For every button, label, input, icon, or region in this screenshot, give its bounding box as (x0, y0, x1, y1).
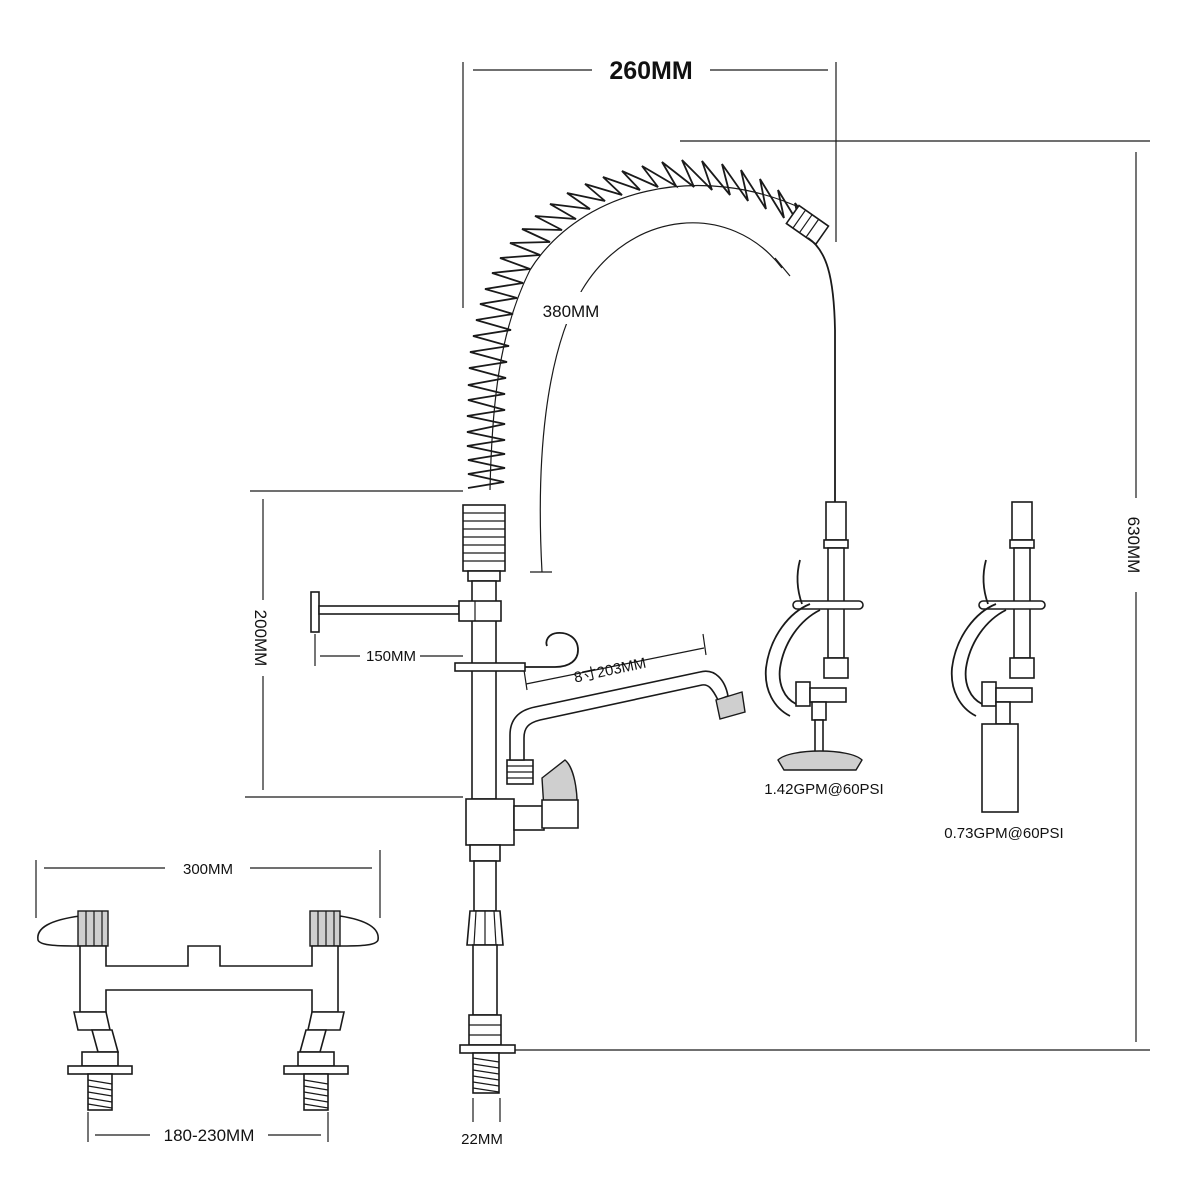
spout-aerator (715, 691, 746, 720)
trigger-guard (792, 600, 864, 610)
swing-spout (509, 670, 729, 761)
right-handle-hub (309, 910, 341, 947)
right-handle (337, 915, 379, 947)
left-handle-hub (77, 910, 109, 947)
wall-plate (310, 591, 320, 633)
coil-end-cap (785, 204, 830, 246)
bracket-clamp (458, 600, 502, 622)
spray-head-standard: 1.42GPM@60PSI (764, 501, 884, 798)
spray-nozzle-body (981, 723, 1019, 813)
dimension-630: 630MM (515, 140, 1150, 1051)
spray-head-low-flow: 0.73GPM@60PSI (944, 501, 1064, 842)
dim-top-width: 260MM (609, 57, 692, 85)
dim-hose-length: 380MM (543, 302, 600, 321)
spring-coil (466, 159, 830, 491)
dimension-380: 380MM (528, 222, 791, 573)
faucet-riser (310, 504, 746, 1094)
left-handle (37, 915, 83, 947)
dim-total-height: 630MM (1124, 517, 1143, 574)
spray-hose (807, 237, 836, 502)
dim-deck-width: 300MM (183, 861, 233, 878)
flow-rate-standard: 1.42GPM@60PSI (764, 781, 883, 798)
spray-face (777, 750, 863, 771)
deck-flange (459, 1044, 516, 1054)
dim-wall-bracket: 150MM (366, 648, 416, 665)
right-shank (303, 1073, 329, 1111)
bridge-body (79, 945, 339, 1013)
deck-mount-base (37, 910, 379, 1111)
dimension-260: 260MM (462, 57, 837, 308)
dimension-300: 300MM (35, 850, 381, 918)
dimension-22: 22MM (461, 1098, 503, 1148)
flow-rate-low: 0.73GPM@60PSI (944, 825, 1063, 842)
dimension-180-230: 180-230MM (87, 1112, 329, 1145)
dim-spout-length: 8寸203MM (572, 655, 647, 687)
dimension-150: 150MM (314, 634, 463, 666)
dim-faucet-height: 200MM (251, 610, 270, 667)
valve-body (465, 798, 515, 846)
dim-shank: 22MM (461, 1131, 503, 1148)
dim-deck-centers: 180-230MM (164, 1126, 255, 1145)
left-shank (87, 1073, 113, 1111)
dimension-200: 200MM (245, 490, 463, 798)
